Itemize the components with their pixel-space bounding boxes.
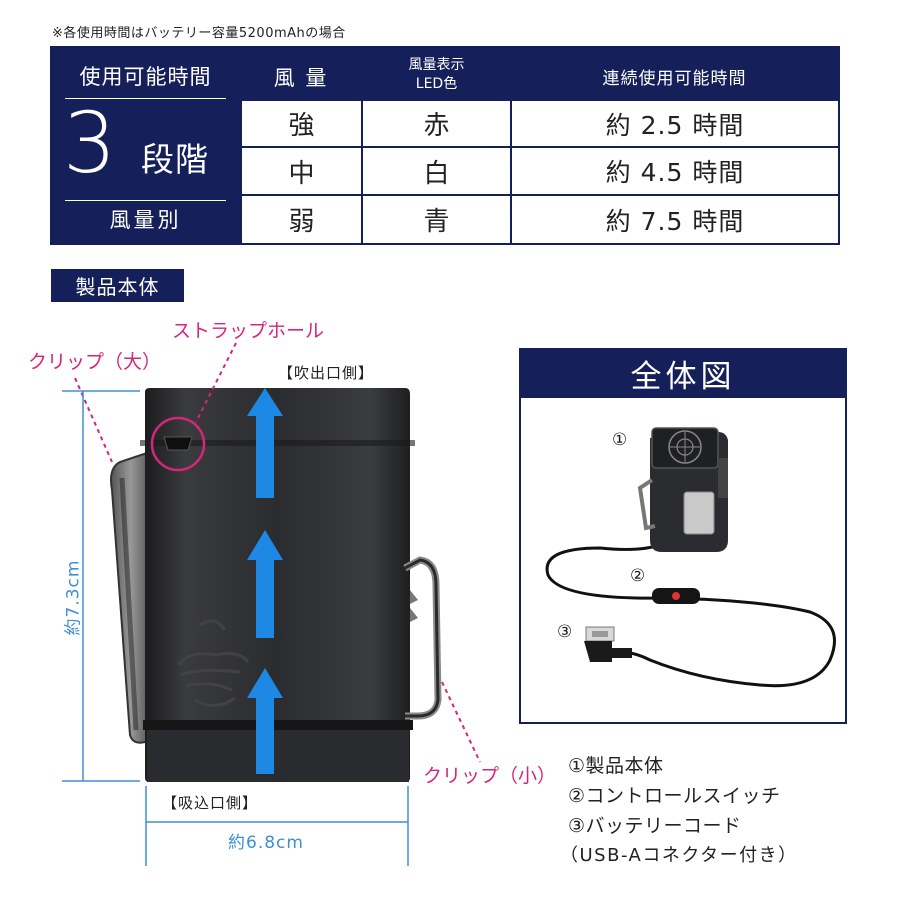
product-body-label: 製品本体	[51, 269, 184, 302]
control-switch	[652, 588, 700, 604]
header-led-color: 風量表示 LED色	[408, 57, 465, 92]
table-left-panel: 使用可能時間 3 段階 風量別	[57, 53, 234, 237]
height-dimension: 約7.3cm	[63, 559, 84, 636]
legend-item-1: ①製品本体	[568, 755, 664, 777]
legend-item-4: （USB-Aコネクター付き）	[560, 845, 798, 866]
cell-color-red: 赤	[363, 101, 510, 146]
overview-illustration	[545, 427, 836, 688]
header-airflow: 風 量	[273, 66, 329, 90]
strap-hole-leader	[195, 342, 237, 423]
usb-connector	[584, 626, 632, 662]
capacity-note: ※各使用時間はバッテリー容量5200mAhの場合	[52, 26, 346, 41]
cell-color-white: 白	[363, 148, 510, 194]
cell-level-strong: 強	[242, 101, 361, 146]
cell-time-weak: 約 7.5 時間	[512, 196, 838, 243]
width-dimension: 約6.8cm	[228, 833, 304, 853]
outlet-side-label: 【吹出口側】	[278, 364, 375, 382]
strap-hole	[163, 436, 193, 451]
strap-hole-label: ストラップホール	[172, 320, 325, 342]
marker-1: ①	[612, 430, 628, 450]
marker-2: ②	[630, 566, 646, 586]
clip-large-label: クリップ（大）	[28, 351, 162, 373]
inlet-side-label: 【吸込口側】	[162, 794, 259, 812]
marker-3: ③	[557, 622, 573, 642]
stages-label: 段階	[141, 140, 209, 179]
per-airflow-label: 風量別	[109, 208, 182, 232]
header-continuous-time: 連続使用可能時間	[602, 69, 747, 89]
clip-small-label: クリップ（小）	[423, 765, 557, 787]
emboss-logo	[176, 619, 250, 707]
mini-device	[637, 427, 728, 552]
airflow-arrows	[247, 388, 283, 774]
cell-time-medium: 約 4.5 時間	[512, 148, 838, 194]
usable-time-label: 使用可能時間	[79, 65, 212, 89]
cell-time-strong: 約 2.5 時間	[512, 101, 838, 146]
legend-item-2: ②コントロールスイッチ	[568, 785, 781, 807]
cell-level-weak: 弱	[242, 196, 361, 243]
product-illustration	[62, 342, 481, 866]
stages-number: 3	[63, 94, 117, 192]
cell-color-blue: 青	[363, 196, 510, 243]
cell-level-medium: 中	[242, 148, 361, 194]
legend-item-3: ③バッテリーコード	[568, 815, 742, 837]
clip-small-leader	[441, 681, 481, 763]
overview-title: 全体図	[519, 348, 847, 398]
cable	[545, 527, 836, 688]
